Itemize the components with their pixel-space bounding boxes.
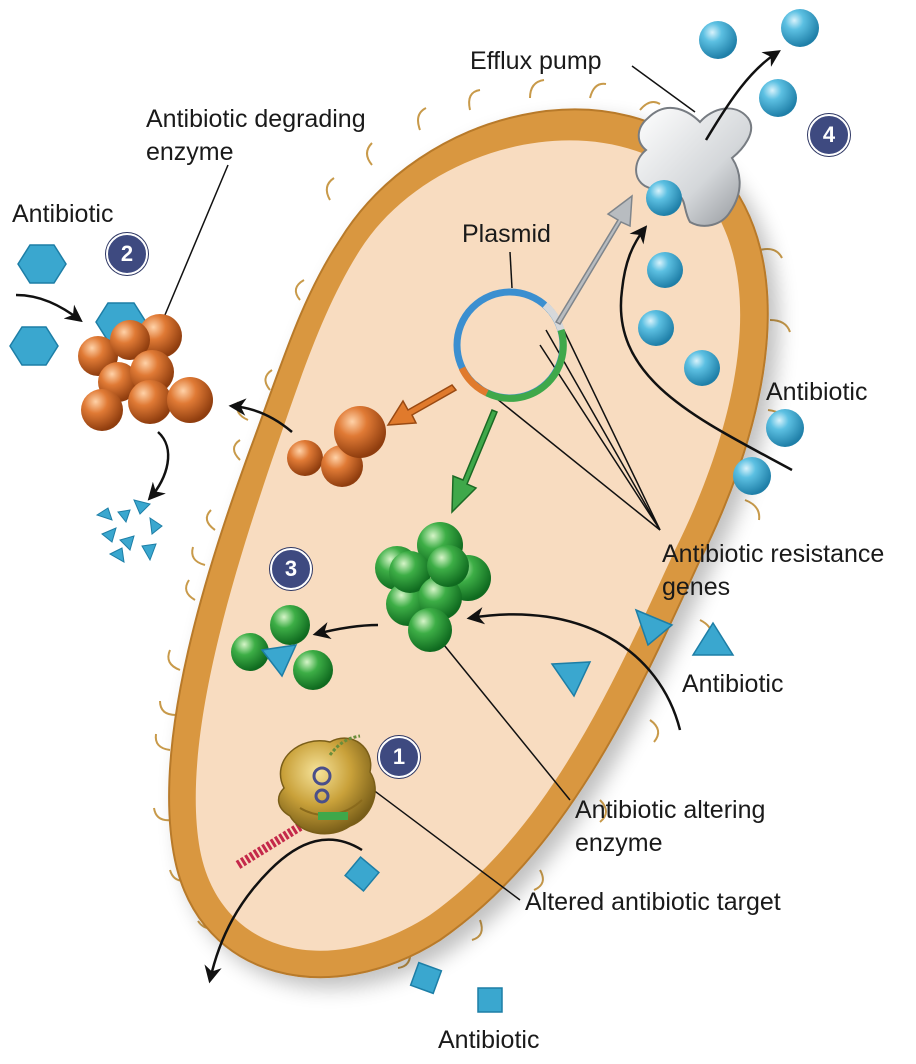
altered-antibiotic-complex xyxy=(231,605,333,690)
label-efflux-pump: Efflux pump xyxy=(470,47,602,75)
badge-1: 1 xyxy=(378,736,420,778)
antibiotic-sphere xyxy=(646,180,682,216)
altering-enzyme-cluster xyxy=(375,522,491,652)
ribosome-altered-target xyxy=(235,734,376,869)
antibiotic-sphere xyxy=(684,350,720,386)
antibiotic-triangles xyxy=(550,608,735,698)
antibiotic-hexagon xyxy=(9,326,59,366)
efflux-pump xyxy=(635,106,753,227)
antibiotic-triangle xyxy=(691,621,735,656)
antibiotic-square xyxy=(477,987,503,1013)
antibiotic-spheres xyxy=(638,9,819,495)
gray-arrow xyxy=(554,194,633,325)
label-resistance-genes-line2: genes xyxy=(662,573,731,601)
label-antibiotic-sphere: Antibiotic xyxy=(766,378,868,406)
label-degrading-enzyme-line2: enzyme xyxy=(146,138,234,166)
antibiotic-hexagon xyxy=(17,244,67,284)
label-antibiotic-triangle: Antibiotic xyxy=(682,670,784,698)
degrading-enzyme-cluster-inside xyxy=(287,406,386,487)
antibiotic-sphere xyxy=(759,79,797,117)
badge-3: 3 xyxy=(270,548,312,590)
antibiotic-fragments xyxy=(95,499,163,563)
label-resistance-genes-line1: Antibiotic resistance xyxy=(662,540,885,568)
green-arrow xyxy=(451,409,498,514)
degrading-enzyme-cluster-outside xyxy=(78,314,213,431)
label-altering-enzyme-line1: Antibiotic altering xyxy=(575,796,766,824)
antibiotic-sphere xyxy=(766,409,804,447)
antibiotic-sphere xyxy=(781,9,819,47)
antibiotic-sphere xyxy=(699,21,737,59)
badge-4: 4 xyxy=(808,114,850,156)
antibiotic-squares xyxy=(344,856,503,1013)
expression-arrows xyxy=(386,194,633,514)
antibiotic-triangle xyxy=(260,644,298,678)
black-arrows xyxy=(15,50,793,984)
label-antibiotic-square: Antibiotic xyxy=(438,1026,540,1054)
leader-lines xyxy=(161,65,696,901)
label-degrading-enzyme-line1: Antibiotic degrading xyxy=(146,105,366,133)
antibiotic-square xyxy=(409,961,443,995)
antibiotic-square xyxy=(344,856,380,892)
label-altered-target: Altered antibiotic target xyxy=(525,888,781,916)
antibiotic-sphere xyxy=(638,310,674,346)
label-plasmid: Plasmid xyxy=(462,220,551,248)
antibiotic-sphere xyxy=(733,457,771,495)
antibiotic-sphere xyxy=(647,252,683,288)
antibiotic-triangle xyxy=(550,661,592,698)
antibiotic-triangle xyxy=(634,608,674,647)
label-altering-enzyme-line2: enzyme xyxy=(575,829,663,857)
plasmid xyxy=(453,288,567,402)
orange-arrow xyxy=(386,384,458,426)
label-antibiotic-hexagon: Antibiotic xyxy=(12,200,114,228)
badge-2: 2 xyxy=(106,233,148,275)
